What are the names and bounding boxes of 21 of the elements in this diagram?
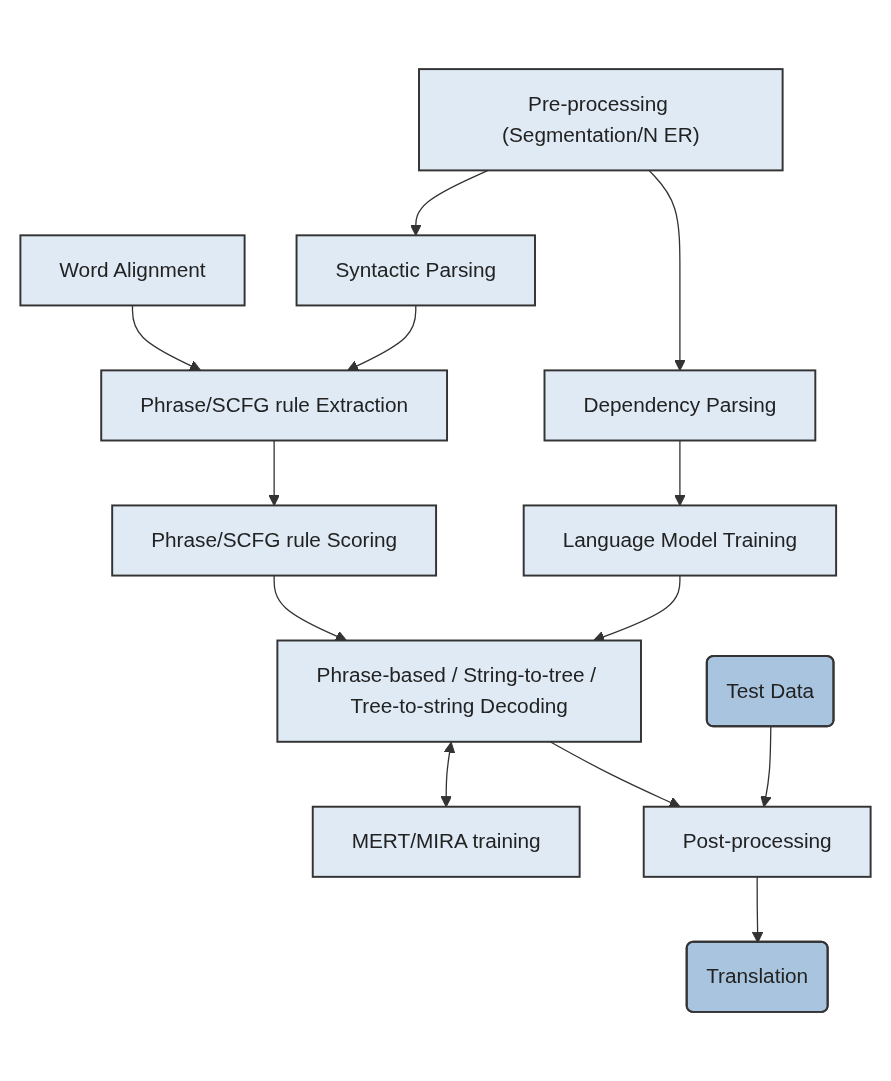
arrow xyxy=(440,741,456,808)
node-box: Post-processing xyxy=(642,805,872,878)
arrow xyxy=(273,574,347,642)
arrow xyxy=(347,304,417,372)
arrow xyxy=(131,304,202,372)
node-box: MERT/MIRA training xyxy=(311,805,581,878)
node-box: Phrase/SCFG rule Extraction xyxy=(100,369,448,442)
arrow xyxy=(674,439,686,506)
node-box: Pre-processing (Segmentation/N ER) xyxy=(418,68,784,172)
arrow xyxy=(760,726,772,808)
arrow xyxy=(648,169,686,371)
node-box: Phrase-based / String-to-tree / Tree-to-string Decoding xyxy=(276,639,642,743)
node-box: Syntactic Parsing xyxy=(295,234,536,307)
node-box: Word Alignment xyxy=(19,234,246,307)
arrow xyxy=(268,439,280,506)
node-box: Phrase/SCFG rule Scoring xyxy=(111,504,438,577)
node-box: Dependency Parsing xyxy=(543,369,817,442)
node-box: Language Model Training xyxy=(522,504,838,577)
arrow xyxy=(410,169,489,236)
arrow xyxy=(751,876,764,943)
arrow xyxy=(549,741,681,808)
